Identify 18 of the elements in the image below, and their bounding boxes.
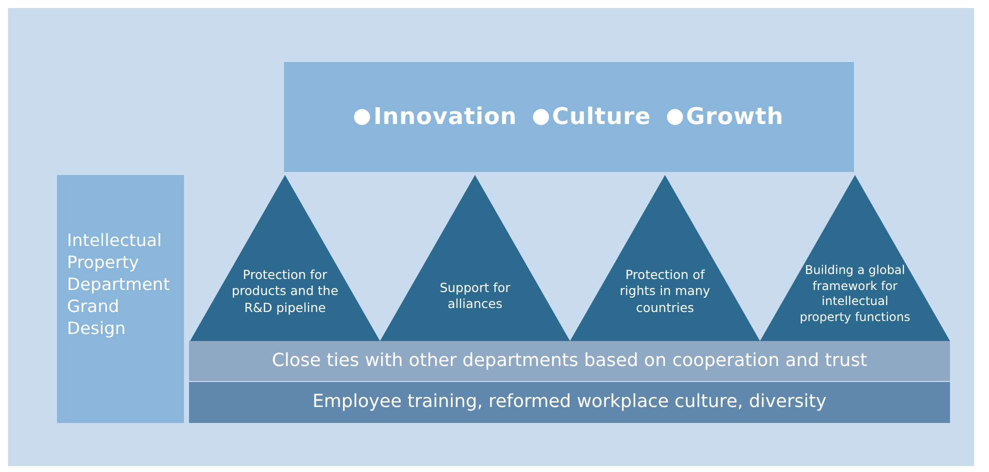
pillar-triangle (570, 175, 760, 341)
node-label: Close ties with other departments based on cooperation and trust (270, 349, 868, 372)
node-label: Protection of rights in many countries (618, 267, 712, 316)
node-label: Building a global framework for intellectual property functions (798, 263, 912, 326)
title-text: Intellectual Property Department Grand Design (67, 230, 171, 340)
node-label: Employee training, reformed workplace culture, diversity (312, 390, 828, 414)
pillar-triangle (380, 175, 570, 341)
title-box (57, 175, 184, 423)
foundation-band (189, 382, 950, 423)
foundation-band (189, 341, 950, 381)
value-label: Innovation (373, 104, 518, 130)
value-label: Culture (552, 104, 651, 130)
value-label: Growth (686, 104, 784, 130)
pillar-triangle (760, 175, 950, 341)
roof-box (284, 62, 854, 172)
pillar-triangle (190, 175, 380, 341)
node-label: Support for alliances (438, 280, 512, 312)
node-label: Protection for products and the R&D pipeline (230, 267, 340, 316)
